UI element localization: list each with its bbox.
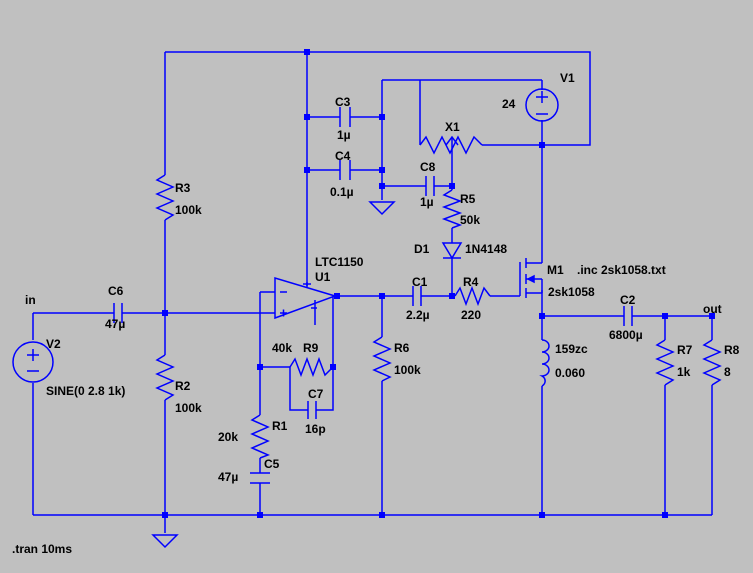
label-r9-name: R9 — [303, 341, 319, 355]
label-v2-name: V2 — [46, 337, 61, 351]
label-r5-name: R5 — [460, 192, 476, 206]
label-c6-name: C6 — [108, 284, 124, 298]
label-r1-name: R1 — [272, 419, 288, 433]
capacitor-c2[interactable] — [620, 306, 635, 326]
opamp-u1[interactable] — [274, 276, 338, 320]
label-c5-value: 47µ — [218, 470, 238, 484]
label-x1-name: X1 — [445, 120, 460, 134]
label-in-net: in — [25, 293, 36, 307]
label-v1-name: V1 — [560, 71, 575, 85]
junctions — [162, 49, 715, 518]
label-r6-name: R6 — [394, 341, 410, 355]
label-r7-name: R7 — [677, 343, 693, 357]
label-c8-value: 1µ — [420, 195, 434, 209]
label-inc-directive: .inc 2sk1058.txt — [577, 263, 666, 277]
resistor-r7[interactable] — [655, 339, 675, 386]
label-r3-value: 100k — [175, 203, 202, 217]
potentiometer-x1[interactable] — [419, 135, 483, 160]
label-c3-value: 1µ — [337, 128, 351, 142]
label-c3-name: C3 — [335, 95, 351, 109]
label-m1-name: M1 — [547, 263, 564, 277]
label-r2-name: R2 — [175, 379, 191, 393]
inductor[interactable] — [539, 339, 550, 387]
label-opamp-name: U1 — [315, 270, 331, 284]
label-r3-name: R3 — [175, 181, 191, 195]
label-v1-value: 24 — [502, 97, 516, 111]
label-m1-model: 2sk1058 — [548, 285, 595, 299]
label-r9-value: 40k — [272, 341, 292, 355]
label-r4-name: R4 — [463, 275, 479, 289]
label-inductor-value1: 159zc — [555, 342, 588, 356]
resistor-r4[interactable] — [454, 285, 491, 307]
label-out-net: out — [703, 302, 722, 316]
wires — [32, 51, 713, 533]
resistor-r1[interactable] — [250, 414, 270, 459]
label-r6-value: 100k — [394, 363, 421, 377]
voltage-source-v2[interactable] — [12, 341, 54, 383]
label-c2-name: C2 — [620, 293, 636, 307]
resistor-r2[interactable] — [155, 354, 175, 401]
label-d1-value: 1N4148 — [465, 242, 507, 256]
label-c4-name: C4 — [335, 149, 351, 163]
label-tran-directive: .tran 10ms — [12, 542, 72, 556]
resistor-r3[interactable] — [155, 174, 175, 221]
label-r2-value: 100k — [175, 401, 202, 415]
capacitor-c1[interactable] — [410, 286, 425, 306]
label-c5-name: C5 — [264, 457, 280, 471]
resistor-r6[interactable] — [372, 336, 392, 382]
voltage-source-v1[interactable] — [525, 88, 559, 122]
label-r1-value: 20k — [218, 430, 238, 444]
label-opamp-model: LTC1150 — [315, 255, 364, 269]
capacitor-c8[interactable] — [420, 176, 438, 196]
labels: C3 1µ C4 0.1µ C8 1µ X1 V1 24 R5 50k D1 1… — [12, 71, 740, 556]
diode-d1[interactable] — [441, 242, 463, 260]
label-c1-value: 2.2µ — [406, 308, 430, 322]
ground-symbol — [151, 534, 179, 549]
label-r5-value: 50k — [460, 213, 480, 227]
label-c8-name: C8 — [420, 160, 436, 174]
label-c2-value: 6800µ — [609, 328, 643, 342]
label-r4-value: 220 — [461, 308, 481, 322]
capacitor-c5[interactable] — [250, 472, 270, 484]
label-d1-name: D1 — [414, 242, 430, 256]
capacitor-c3[interactable] — [333, 107, 360, 127]
resistor-r5[interactable] — [441, 189, 463, 229]
ground-symbol — [368, 201, 396, 216]
capacitor-c7[interactable] — [305, 401, 320, 419]
label-c7-value: 16p — [305, 422, 326, 436]
label-inductor-value2: 0.060 — [555, 366, 585, 380]
capacitor-c4[interactable] — [333, 160, 360, 180]
label-r8-name: R8 — [724, 343, 740, 357]
label-r7-value: 1k — [677, 365, 691, 379]
resistor-r9[interactable] — [289, 356, 334, 378]
label-c7-name: C7 — [308, 387, 324, 401]
capacitor-c6[interactable] — [110, 303, 125, 323]
label-c6-value: 47µ — [105, 317, 125, 331]
label-c1-name: C1 — [412, 275, 428, 289]
label-c4-value: 0.1µ — [330, 185, 354, 199]
label-r8-value: 8 — [724, 365, 731, 379]
resistor-r8[interactable] — [702, 339, 722, 386]
mosfet-m1[interactable] — [519, 255, 543, 298]
label-v2-value: SINE(0 2.8 1k) — [46, 384, 125, 398]
